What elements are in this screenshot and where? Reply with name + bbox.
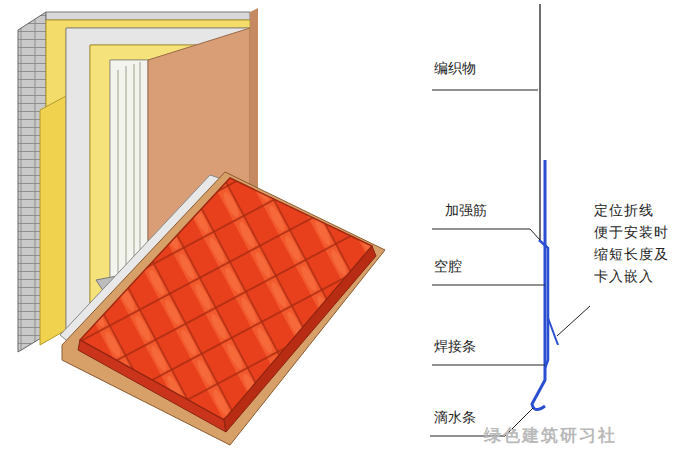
watermark: 绿色建筑研习社 — [484, 425, 617, 445]
part-label: 焊接条 — [434, 338, 476, 355]
part-label: 滴水条 — [434, 409, 476, 426]
part-label: 加强筋 — [445, 202, 487, 219]
note-text: 定位折线 便于安装时 缩短长度及 卡入嵌入 — [594, 199, 686, 287]
part-label: 空腔 — [434, 258, 462, 275]
part-label: 编织物 — [434, 60, 476, 77]
